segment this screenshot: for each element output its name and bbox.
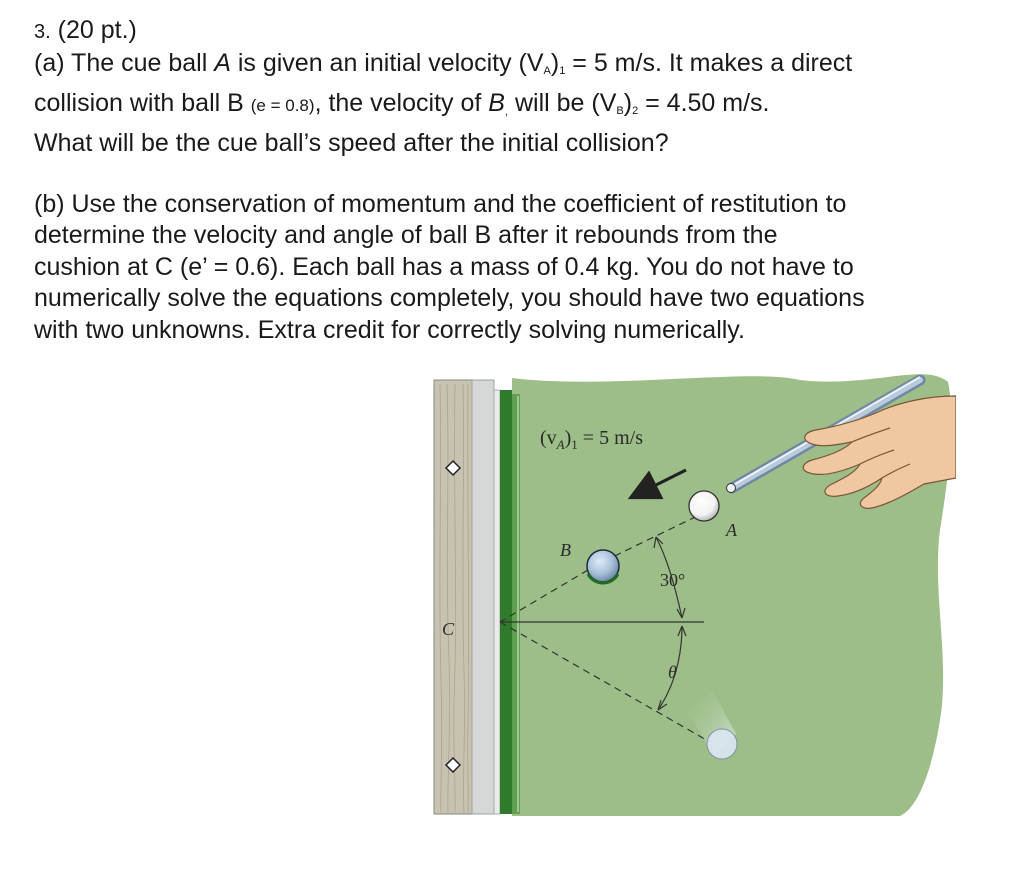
subscript: 1	[559, 65, 566, 77]
problem-3: 3. (20 pt.) (a) The cue ball A is given …	[34, 14, 994, 346]
rail-edge	[493, 389, 501, 815]
angle-30-arrow	[676, 607, 686, 619]
angle-theta-label: θ	[668, 662, 677, 682]
ball-a	[688, 490, 720, 522]
part-b-line: determine the velocity and angle of ball…	[34, 221, 778, 249]
part-b-line: (b) Use the conservation of momentum and…	[34, 189, 847, 218]
part-b-line: numerically solve the equations complete…	[34, 284, 865, 312]
var-b: B	[488, 88, 505, 117]
diamond-marker-bottom	[444, 756, 462, 774]
part-a: (a) The cue ball A is given an initial v…	[34, 48, 994, 160]
part-a-text: )	[550, 49, 560, 77]
label-b: B	[560, 540, 571, 560]
problem-header: 3. (20 pt.)	[34, 14, 994, 48]
angle-30-arrow	[653, 536, 664, 549]
velocity-arrow	[627, 468, 687, 500]
billiard-diagram: C 30° θ (vA)1 = 5 m/s B A	[433, 374, 956, 816]
part-a-text: is given an initial velocity (V	[230, 49, 544, 77]
diamond-marker-top	[444, 459, 462, 477]
part-a-text: What will be the cue ball’s speed after …	[34, 129, 669, 157]
trajectory-lines	[499, 505, 719, 743]
problem-number: 3.	[34, 21, 51, 43]
angle-theta-arrow	[657, 699, 668, 711]
subscript: 2	[632, 104, 639, 117]
part-a-text: = 4.50 m/s.	[638, 88, 770, 117]
part-b-line: cushion at C (e’ = 0.6). Each ball has a…	[34, 252, 854, 281]
part-a-text: , the velocity of	[314, 88, 489, 117]
restitution-e: (e = 0.8)	[250, 95, 315, 115]
velocity-label: (vA)1 = 5 m/s	[540, 427, 643, 452]
part-a-text: )	[623, 88, 633, 117]
billiard-figure: C 30° θ (vA)1 = 5 m/s B A	[420, 360, 956, 820]
ball-b-shadow	[586, 573, 620, 585]
angle-30-arc	[655, 536, 683, 619]
hand-icon	[802, 395, 956, 509]
label-a: A	[725, 520, 738, 540]
part-a-text: (a) The cue ball	[34, 49, 215, 77]
rail-gray	[471, 379, 495, 815]
angle-theta-arrow	[677, 625, 687, 637]
angle-theta-arc	[657, 625, 683, 711]
problem-points: (20 pt.)	[57, 16, 137, 44]
part-b-line: with two unknowns. Extra credit for corr…	[34, 315, 745, 344]
ball-b-rebound	[706, 728, 738, 760]
subscript: B	[616, 104, 624, 117]
cushion-dark	[500, 390, 512, 814]
subscript: ,	[504, 105, 509, 118]
angle-30-label: 30°	[660, 570, 685, 590]
subscript: A	[543, 65, 551, 77]
part-b: (b) Use the conservation of momentum and…	[34, 189, 994, 347]
part-a-text: collision with ball B	[34, 88, 251, 117]
part-a-text: = 5 m/s. It makes a direct	[565, 49, 853, 77]
cushion-light	[512, 394, 520, 814]
part-a-text: will be (V	[508, 88, 617, 117]
label-c: C	[442, 619, 455, 639]
var-a: A	[214, 49, 231, 77]
